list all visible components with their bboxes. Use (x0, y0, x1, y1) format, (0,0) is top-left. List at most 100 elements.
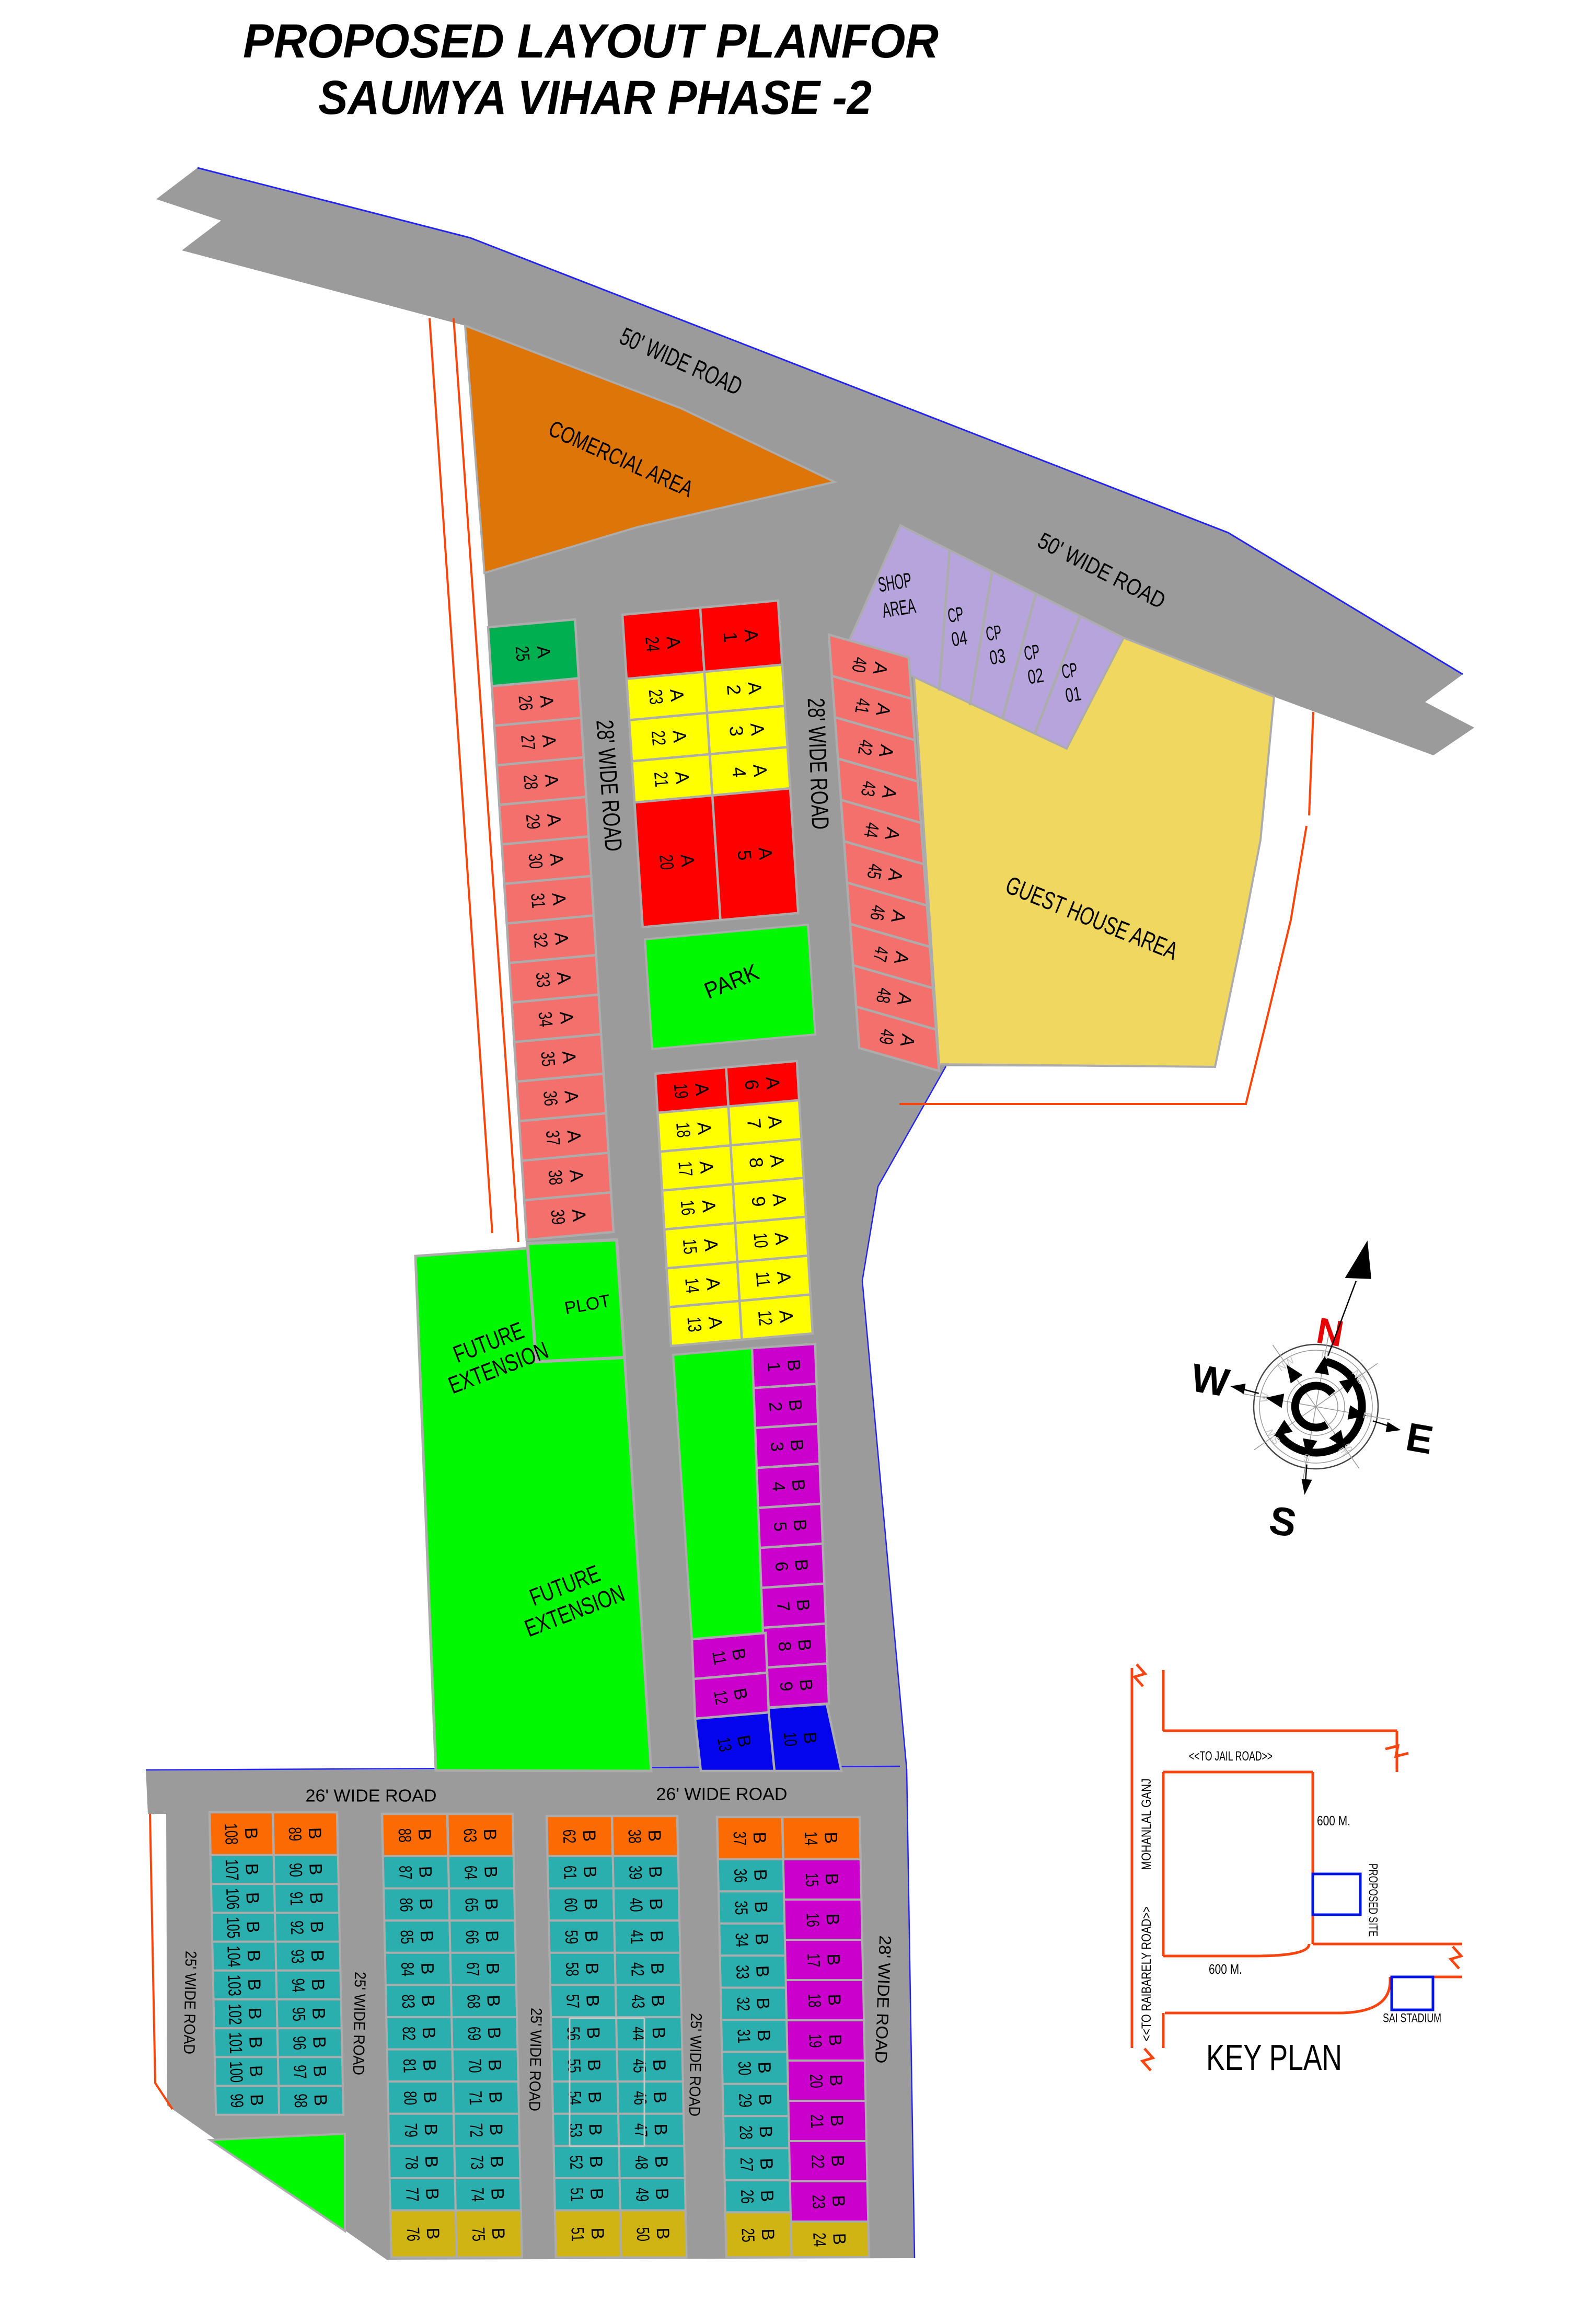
svg-text:28' WIDE ROAD: 28' WIDE ROAD (803, 697, 835, 830)
svg-text:B95: B95 (288, 2006, 329, 2022)
svg-text:B14: B14 (801, 1831, 841, 1846)
svg-text:B61: B61 (560, 1865, 600, 1880)
svg-text:B96: B96 (289, 2035, 329, 2051)
svg-text:B26: B26 (737, 2189, 777, 2204)
svg-text:N: N (1320, 1349, 1329, 1362)
svg-text:S: S (1302, 1452, 1311, 1464)
svg-text:A31: A31 (527, 890, 571, 909)
svg-text:B19: B19 (805, 2033, 845, 2049)
svg-text:B79: B79 (400, 2122, 441, 2138)
svg-text:B8: B8 (774, 1638, 814, 1653)
svg-text:B51: B51 (568, 2226, 608, 2242)
svg-text:B45: B45 (629, 2058, 669, 2074)
svg-text:B31: B31 (734, 2028, 774, 2044)
svg-text:25' WIDE ROAD: 25' WIDE ROAD (180, 1951, 199, 2055)
svg-text:A23: A23 (645, 686, 689, 705)
svg-text:A2: A2 (723, 681, 766, 697)
svg-text:B1: B1 (764, 1359, 804, 1373)
svg-text:W: W (1188, 1355, 1233, 1406)
svg-text:B15: B15 (802, 1872, 842, 1888)
svg-text:N: N (1313, 1310, 1346, 1355)
svg-text:A25: A25 (511, 643, 555, 662)
svg-text:B65: B65 (461, 1897, 501, 1913)
svg-text:25' WIDE ROAD: 25' WIDE ROAD (686, 2013, 704, 2117)
svg-text:A21: A21 (650, 769, 694, 788)
svg-text:B34: B34 (732, 1932, 772, 1948)
svg-text:CP02: CP02 (1023, 641, 1045, 689)
svg-text:B59: B59 (561, 1929, 602, 1945)
svg-text:E: E (1403, 1414, 1437, 1463)
svg-text:A24: A24 (641, 634, 685, 653)
svg-text:A1: A1 (719, 628, 762, 645)
svg-text:B27: B27 (736, 2157, 777, 2172)
svg-text:B77: B77 (402, 2187, 442, 2202)
svg-text:<<TO JAIL ROAD>>: <<TO JAIL ROAD>> (1189, 1749, 1273, 1764)
svg-text:A3: A3 (725, 722, 769, 738)
svg-text:B10: B10 (780, 1730, 820, 1747)
svg-text:B89: B89 (285, 1826, 325, 1842)
svg-text:A22: A22 (647, 728, 691, 746)
svg-text:B44: B44 (628, 2026, 668, 2041)
svg-text:B35: B35 (731, 1900, 771, 1915)
svg-text:B63: B63 (460, 1827, 500, 1843)
svg-text:A37: A37 (542, 1128, 586, 1146)
svg-text:B54: B54 (564, 2090, 605, 2106)
svg-text:25' WIDE ROAD: 25' WIDE ROAD (526, 2008, 545, 2112)
svg-text:B108: B108 (221, 1822, 261, 1845)
svg-text:B6: B6 (771, 1559, 812, 1573)
svg-text:B28: B28 (735, 2124, 776, 2140)
svg-text:A17: A17 (674, 1158, 718, 1177)
svg-text:A14: A14 (681, 1275, 725, 1294)
svg-text:B73: B73 (467, 2154, 507, 2170)
svg-text:B72: B72 (466, 2122, 506, 2138)
svg-text:B98: B98 (290, 2092, 330, 2108)
svg-text:B50: B50 (633, 2226, 673, 2242)
svg-text:SHOPAREA: SHOPAREA (876, 569, 917, 623)
svg-text:A38: A38 (544, 1167, 588, 1186)
svg-text:B70: B70 (465, 2058, 505, 2074)
svg-text:B56: B56 (563, 2026, 603, 2041)
svg-text:A44: A44 (860, 821, 905, 843)
svg-text:A19: A19 (670, 1080, 714, 1099)
svg-text:B80: B80 (400, 2090, 440, 2106)
svg-text:SAI STADIUM: SAI STADIUM (1383, 2011, 1441, 2026)
svg-text:600 M.: 600 M. (1317, 1813, 1350, 1828)
svg-text:B75: B75 (468, 2226, 508, 2242)
svg-text:A33: A33 (532, 970, 576, 988)
svg-text:A34: A34 (534, 1009, 578, 1028)
svg-text:B43: B43 (628, 1993, 668, 2009)
svg-text:B7: B7 (773, 1598, 813, 1613)
svg-text:B99: B99 (226, 2092, 267, 2108)
svg-text:B60: B60 (560, 1897, 600, 1913)
svg-text:A8: A8 (745, 1154, 789, 1170)
svg-text:E: E (1361, 1411, 1373, 1420)
svg-text:B78: B78 (401, 2154, 442, 2170)
svg-text:B53: B53 (565, 2122, 605, 2138)
svg-text:A6: A6 (741, 1076, 784, 1092)
svg-text:MOHANLAL GANJ: MOHANLAL GANJ (1139, 1779, 1154, 1870)
svg-text:B105: B105 (223, 1916, 263, 1939)
svg-text:A32: A32 (529, 930, 573, 949)
svg-text:PROPOSED SITE: PROPOSED SITE (1366, 1863, 1380, 1937)
svg-text:A47: A47 (869, 945, 913, 968)
svg-text:B9: B9 (776, 1678, 816, 1693)
svg-text:A28: A28 (519, 772, 563, 790)
svg-text:A42: A42 (854, 738, 898, 761)
svg-text:B92: B92 (286, 1919, 327, 1935)
svg-text:B39: B39 (625, 1865, 665, 1880)
svg-text:A13: A13 (683, 1314, 727, 1333)
svg-text:A49: A49 (875, 1028, 920, 1050)
svg-text:26' WIDE ROAD: 26' WIDE ROAD (656, 1785, 788, 1804)
svg-text:A11: A11 (752, 1269, 796, 1287)
svg-text:B48: B48 (631, 2154, 672, 2170)
svg-text:B85: B85 (397, 1929, 437, 1945)
svg-text:A9: A9 (747, 1192, 791, 1209)
svg-text:B42: B42 (627, 1961, 667, 1977)
svg-text:A26: A26 (514, 693, 558, 711)
svg-text:B38: B38 (624, 1828, 665, 1844)
svg-text:B106: B106 (222, 1887, 262, 1910)
svg-text:B58: B58 (562, 1961, 602, 1977)
svg-text:A36: A36 (539, 1088, 583, 1107)
svg-text:A45: A45 (863, 862, 907, 884)
svg-text:B24: B24 (809, 2231, 849, 2247)
